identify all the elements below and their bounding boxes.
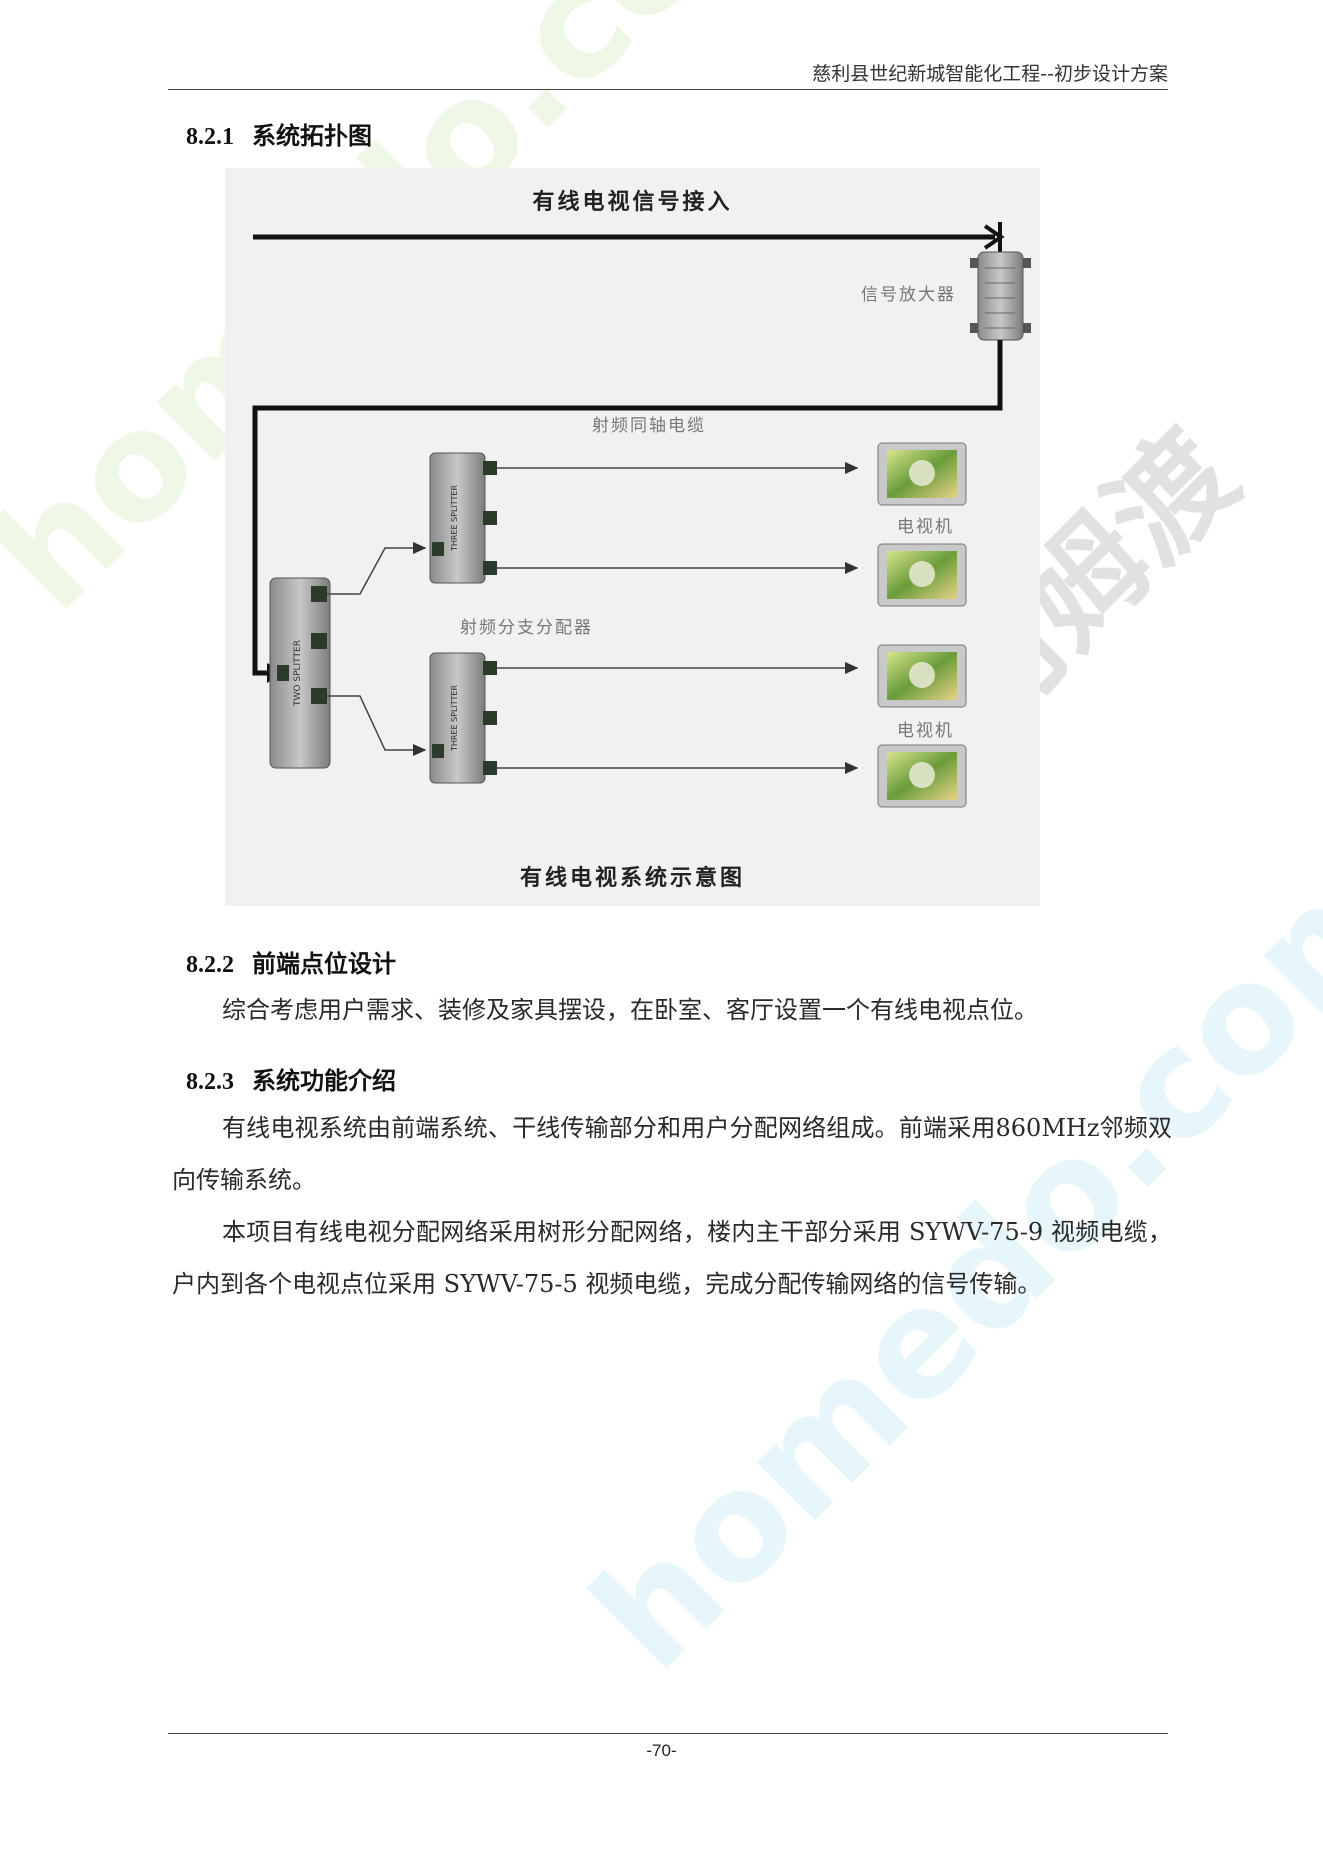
tv-set-4	[877, 744, 967, 808]
section-number: 8.2.2	[186, 952, 234, 978]
svg-text:THREE SPLITTER: THREE SPLITTER	[450, 485, 459, 553]
tv-set-2	[877, 543, 967, 607]
coax-cable-label: 射频同轴电缆	[592, 416, 706, 436]
section-title: 前端点位设计	[252, 949, 396, 978]
amplifier-label: 信号放大器	[861, 285, 956, 305]
section-heading-8-2-1: 8.2.1 系统拓扑图	[186, 116, 372, 151]
tv-set-1	[877, 442, 967, 506]
branch-lines	[327, 542, 427, 756]
section-title: 系统拓扑图	[252, 121, 372, 150]
tv-feed-lines	[497, 462, 859, 774]
section-title: 系统功能介绍	[252, 1066, 396, 1095]
section-number: 8.2.3	[186, 1069, 234, 1095]
tv-set-3	[877, 644, 967, 708]
svg-text:THREE SPLITTER: THREE SPLITTER	[450, 685, 459, 753]
paragraph-front-end-points: 综合考虑用户需求、装修及家具摆设，在卧室、客厅设置一个有线电视点位。	[222, 996, 1038, 1024]
branch-splitter-1: THREE SPLITTER	[429, 452, 497, 584]
incoming-signal-line	[253, 222, 1005, 252]
section-heading-8-2-3: 8.2.3 系统功能介绍	[186, 1061, 396, 1096]
svg-text:TWO SPLITTER: TWO SPLITTER	[293, 640, 303, 707]
paragraph-distribution-network: 本项目有线电视分配网络采用树形分配网络，楼内主干部分采用 SYWV-75-9 视…	[172, 1218, 1172, 1298]
coax-trunk-line	[252, 340, 1003, 683]
paragraph-system-composition: 有线电视系统由前端系统、干线传输部分和用户分配网络组成。前端采用860MHz邻频…	[172, 1114, 1172, 1194]
diagram-caption: 有线电视系统示意图	[519, 865, 745, 891]
section-number: 8.2.1	[186, 124, 234, 150]
branch-splitter-2: THREE SPLITTER	[429, 652, 497, 784]
page-number: -70-	[646, 1741, 677, 1760]
main-splitter: TWO SPLITTER	[269, 577, 331, 769]
diagram-graphics: TWO SPLITTER THREE SPLITTER THREE SPLITT…	[252, 222, 1031, 808]
signal-amplifier	[970, 251, 1031, 341]
footer-rule	[168, 1733, 1168, 1734]
tv-label-1: 电视机	[897, 517, 954, 537]
header-rule	[168, 89, 1168, 90]
diagram-title: 有线电视信号接入	[532, 189, 733, 215]
splitter-label: 射频分支分配器	[460, 618, 593, 638]
tv-label-2: 电视机	[897, 721, 954, 741]
section-heading-8-2-2: 8.2.2 前端点位设计	[186, 944, 396, 979]
running-header: 慈利县世纪新城智能化工程--初步设计方案	[812, 63, 1168, 85]
cable-tv-topology-diagram: TWO SPLITTER THREE SPLITTER THREE SPLITT…	[225, 168, 1040, 906]
